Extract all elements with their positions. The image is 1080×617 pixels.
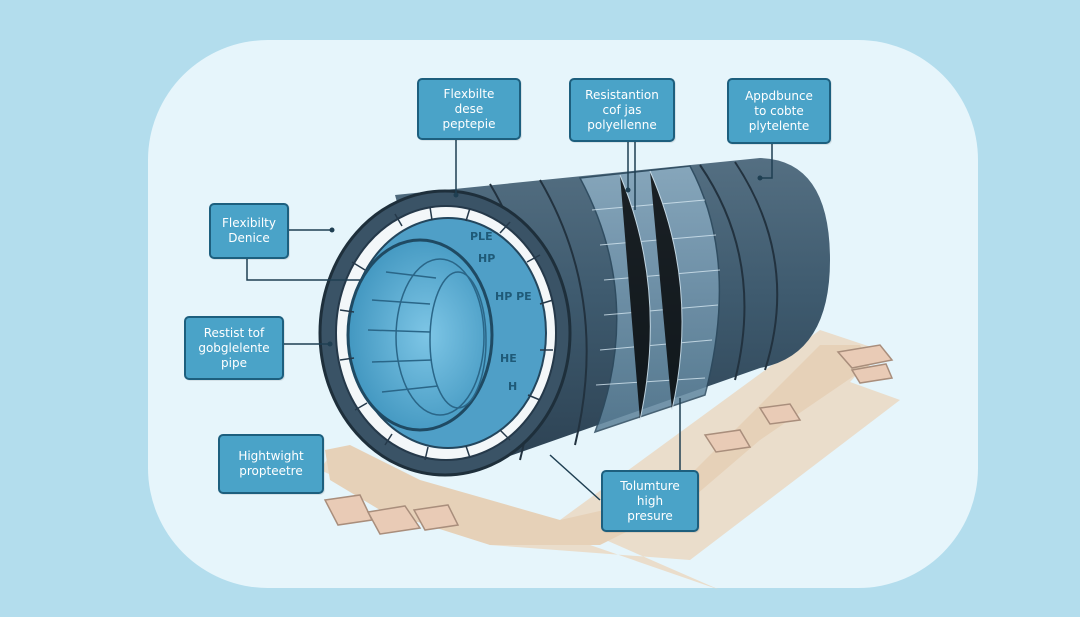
ground-tiles: [323, 344, 894, 535]
segment-ticks: [339, 206, 554, 461]
pipe-stamp: PLE: [470, 230, 493, 243]
callout-tolumture: Tolumture high presure: [601, 470, 699, 532]
band-grid: [591, 170, 721, 421]
callout-flexibilty: Flexibilty Denice: [209, 203, 289, 259]
callout-appdbunce: Appdbunce to cobte plytelente: [727, 78, 831, 144]
callout-flexbilte: Flexbilte dese peptepie: [417, 78, 521, 140]
pipe-stamp: HP: [478, 252, 495, 265]
callout-hightwight: Hightwight propteetre: [218, 434, 324, 494]
pipe-stamp: H: [508, 380, 517, 393]
pipe-inner-bore: [346, 238, 494, 432]
bore-ribs: [367, 258, 487, 416]
pipe-stamp: HP PE: [495, 290, 532, 303]
pipe-stamp: HE: [500, 352, 517, 365]
leader-dots: [327, 175, 763, 347]
callout-resistantion: Resistantion cof jas polyellenne: [569, 78, 675, 142]
callout-restist: Restist tof gobglelente pipe: [184, 316, 284, 380]
ground-shadow: [325, 345, 870, 545]
